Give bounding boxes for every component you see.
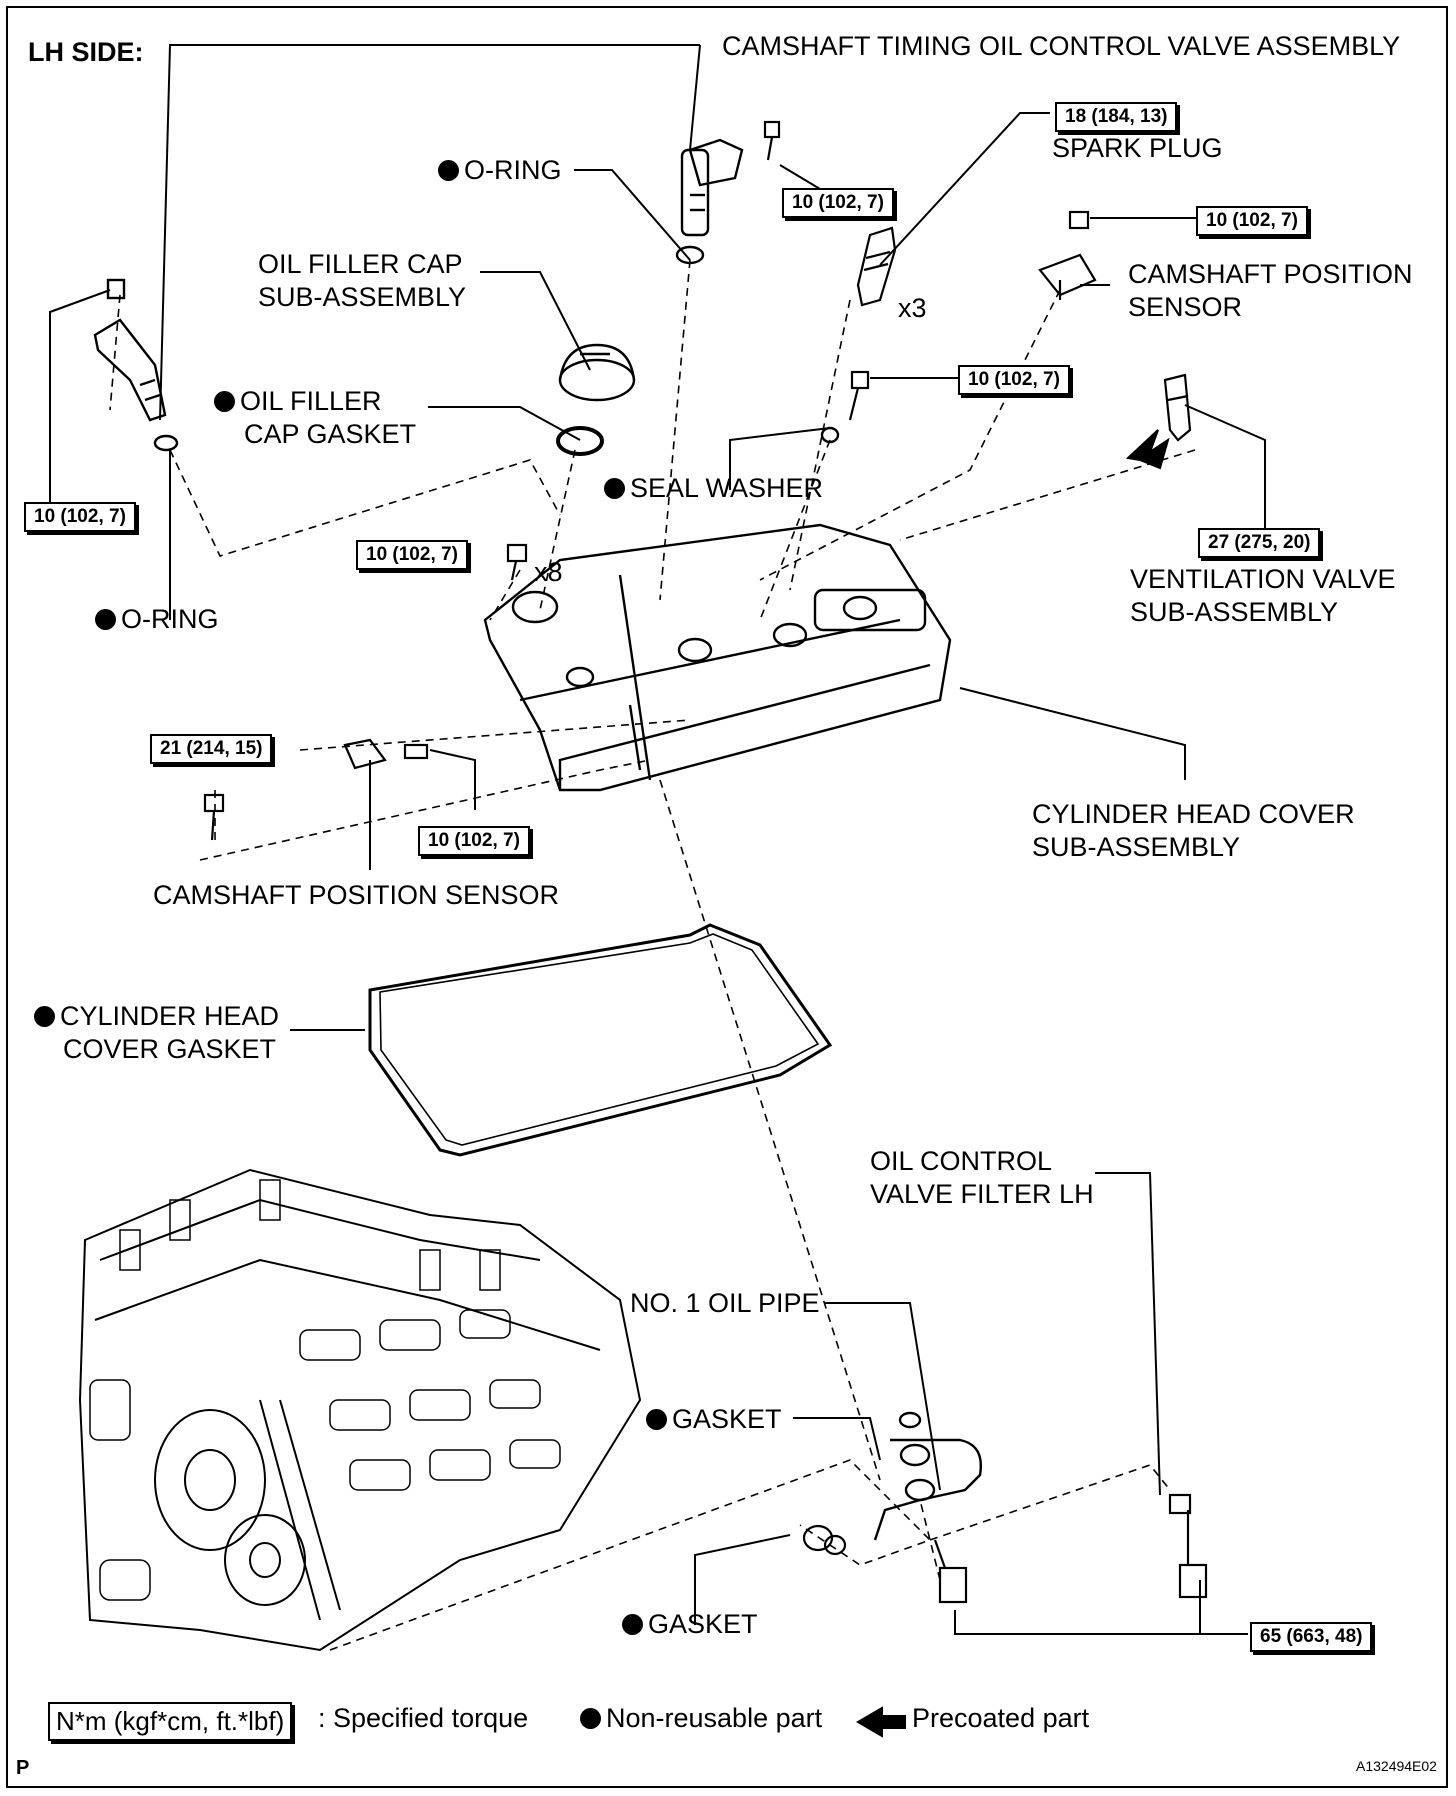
torque-cover-bolts: 10 (102, 7) bbox=[356, 540, 468, 570]
oil-pipe-shape bbox=[873, 1411, 982, 1541]
side-label: LH SIDE: bbox=[28, 37, 144, 67]
cam-sensor-right-shape bbox=[1038, 210, 1097, 300]
label-spark-plug: SPARK PLUG bbox=[1052, 133, 1223, 163]
label-o-ring-top: O-RING bbox=[438, 154, 562, 187]
label-ocv-filter-2: VALVE FILTER LH bbox=[870, 1179, 1094, 1209]
label-cylinder-head-cover-1: CYLINDER HEAD COVER bbox=[1032, 799, 1355, 829]
label-oil-filler-gasket-2: CAP GASKET bbox=[244, 419, 417, 449]
ocv-left-shape bbox=[93, 278, 167, 422]
non-reusable-icon bbox=[95, 609, 116, 630]
non-reusable-icon bbox=[622, 1614, 643, 1635]
legend-arrow-shape bbox=[856, 1706, 906, 1738]
leader-oil-pipe bbox=[825, 1302, 941, 1491]
cam-sensor-left-shape bbox=[343, 738, 429, 770]
label-gasket-upper: GASKET bbox=[646, 1403, 782, 1436]
torque-seal-washer-bolt: 10 (102, 7) bbox=[958, 365, 1070, 395]
spark-plug-shape bbox=[856, 226, 897, 307]
precoat-arrow-shape bbox=[1125, 429, 1170, 470]
legend-non-reusable: Non-reusable part bbox=[580, 1702, 822, 1735]
legend-precoated: Precoated part bbox=[912, 1703, 1090, 1733]
ocv-bolt-top-shape bbox=[763, 120, 781, 161]
diagram-frame bbox=[6, 6, 1448, 1788]
leader-ocv-assembly-2 bbox=[689, 44, 701, 151]
non-reusable-icon bbox=[604, 478, 625, 499]
ventilation-valve-shape bbox=[1163, 373, 1192, 442]
torque-stud-bolt: 21 (214, 15) bbox=[150, 734, 273, 764]
label-oil-filler-cap-2: SUB-ASSEMBLY bbox=[258, 282, 467, 312]
label-oil-filler-gasket-1: OIL FILLER bbox=[214, 385, 382, 418]
label-o-ring-left: O-RING bbox=[95, 603, 219, 636]
leader-oil-pipe-torque bbox=[954, 1610, 1248, 1635]
oil-filler-cap-shape bbox=[558, 343, 636, 402]
gasket-lower-shape bbox=[802, 1524, 847, 1556]
seal-washer-shape bbox=[820, 426, 840, 444]
corner-letter: P bbox=[16, 1757, 30, 1779]
label-bolt-qty: x8 bbox=[534, 557, 563, 587]
label-oil-pipe: NO. 1 OIL PIPE bbox=[630, 1288, 820, 1318]
leader-oil-filler-gasket bbox=[428, 406, 581, 441]
non-reusable-icon bbox=[438, 160, 459, 181]
torque-cam-sensor-left: 10 (102, 7) bbox=[418, 826, 530, 856]
leader-cam-sensor-left-bolt bbox=[429, 749, 476, 810]
o-ring-left-shape bbox=[153, 434, 179, 452]
non-reusable-icon bbox=[580, 1708, 601, 1729]
label-ocv-filter-1: OIL CONTROL bbox=[870, 1146, 1053, 1176]
label-ventilation-valve-1: VENTILATION VALVE bbox=[1130, 564, 1396, 594]
label-head-cover-gasket-2: COVER GASKET bbox=[63, 1034, 277, 1064]
o-ring-top-shape bbox=[675, 245, 705, 265]
leader-left-valve-bolt bbox=[49, 289, 111, 505]
label-cam-sensor-right-2: SENSOR bbox=[1128, 292, 1243, 322]
torque-ocv-bolt: 10 (102, 7) bbox=[782, 188, 894, 218]
non-reusable-icon bbox=[646, 1409, 667, 1430]
label-spark-plug-qty: x3 bbox=[898, 293, 927, 323]
label-oil-filler-cap-1: OIL FILLER CAP bbox=[258, 249, 463, 279]
oil-filler-gasket-shape bbox=[556, 426, 604, 456]
non-reusable-icon bbox=[214, 391, 235, 412]
leader-o-ring-top bbox=[574, 169, 691, 261]
label-head-cover-gasket-1: CYLINDER HEAD bbox=[34, 1000, 279, 1033]
torque-left-valve-bolt: 10 (102, 7) bbox=[24, 502, 136, 532]
label-cylinder-head-cover-2: SUB-ASSEMBLY bbox=[1032, 832, 1241, 862]
torque-cam-sensor-right: 10 (102, 7) bbox=[1196, 206, 1308, 236]
leader-gasket-upper bbox=[793, 1417, 881, 1461]
legend-torque-box: N*m (kgf*cm, ft.*lbf) bbox=[48, 1702, 293, 1741]
ocv-top-shape bbox=[680, 138, 744, 237]
head-cover-gasket bbox=[368, 923, 833, 1157]
leader-gasket-lower bbox=[694, 1534, 791, 1625]
leader-cylinder-head-cover bbox=[959, 687, 1186, 780]
figure-id: A132494E02 bbox=[1356, 1758, 1437, 1774]
torque-spark-plug: 18 (184, 13) bbox=[1055, 102, 1178, 132]
legend-torque-desc: : Specified torque bbox=[318, 1703, 529, 1733]
leader-ocv-filter bbox=[1095, 1172, 1161, 1496]
label-ocv-assembly: CAMSHAFT TIMING OIL CONTROL VALVE ASSEMB… bbox=[722, 31, 1401, 61]
leader-oil-filler-cap bbox=[480, 271, 591, 371]
non-reusable-icon bbox=[34, 1006, 55, 1027]
label-cam-sensor-right-1: CAMSHAFT POSITION bbox=[1128, 259, 1413, 289]
torque-ventilation-valve: 27 (275, 20) bbox=[1198, 528, 1321, 558]
engine-block-sketch bbox=[78, 1168, 642, 1652]
label-gasket-lower: GASKET bbox=[622, 1608, 758, 1641]
leader-ventilation-valve bbox=[1184, 404, 1266, 535]
label-cam-sensor-left: CAMSHAFT POSITION SENSOR bbox=[153, 880, 560, 910]
torque-oil-pipe-union: 65 (663, 48) bbox=[1250, 1622, 1373, 1652]
cylinder-head-cover bbox=[483, 523, 952, 792]
label-seal-washer: SEAL WASHER bbox=[604, 472, 823, 505]
leader-ocv-assembly bbox=[159, 44, 700, 421]
leader-spark-plug bbox=[879, 112, 1050, 266]
label-ventilation-valve-2: SUB-ASSEMBLY bbox=[1130, 597, 1339, 627]
leader-seal-washer bbox=[729, 427, 831, 490]
